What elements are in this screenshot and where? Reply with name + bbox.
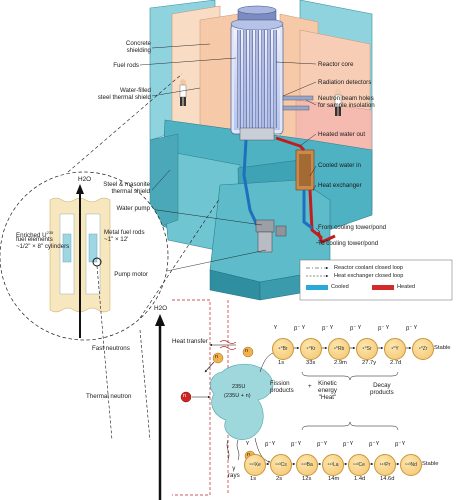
bottom-beta-4: β⁻	[369, 442, 376, 448]
top-halflife-3: 27.7y	[362, 360, 377, 366]
reactor-building	[149, 0, 373, 301]
label-from-cooling-tower: From cooling tower/pond	[318, 224, 387, 231]
bottom-halflife-0: 1s	[250, 476, 257, 482]
bottom-halflife-3: 14m	[328, 476, 340, 482]
top-halflife-0: 1s	[278, 360, 285, 366]
label-to-cooling-tower: To cooling tower/pond	[318, 240, 379, 247]
thermal-neutron-label: Thermal neutron	[86, 393, 132, 400]
top-beta-2: β⁻	[350, 326, 357, 332]
label-heated-water-out: Heated water out	[318, 131, 366, 138]
bottom-gamma-5: γ	[376, 440, 379, 446]
label-heat-exchanger: Heat exchanger	[318, 182, 362, 189]
bottom-nuclide-2: ¹⁴³Ba	[296, 454, 318, 476]
top-nuclide-4: ⁹⁰Y	[384, 338, 406, 360]
u235-label: 235U	[232, 384, 246, 390]
top-nuclide-0: ⁹⁰Br	[272, 338, 294, 360]
top-stable-label: Stable	[434, 345, 451, 351]
gamma-rays-label: γ rays	[228, 465, 240, 479]
label-pump-motor: Pump motor	[114, 271, 148, 278]
label-neutron-beam-holes: Neutron beam holes for sample insolation	[318, 95, 375, 109]
bottom-gamma-3: γ	[324, 440, 327, 446]
bottom-nuclide-3: ¹⁴³La	[322, 454, 344, 476]
inset-enriched-rest: fuel elements ~1/2" × 8" cylinders	[16, 236, 70, 250]
top-beta-1: β⁻	[322, 326, 329, 332]
fission-products-label: Fission products	[270, 380, 294, 394]
bottom-halflife-4: 1.4d	[354, 476, 366, 482]
legend-heat-loop-label: Heat exchanger closed loop	[334, 273, 404, 279]
label-reactor-core: Reactor core	[318, 61, 354, 68]
top-halflife-2: 2.9m	[334, 360, 347, 366]
u236-label: (235U + n)	[224, 393, 251, 399]
top-gamma-3: γ	[358, 324, 361, 330]
top-halflife-4: 2.7d	[390, 360, 402, 366]
bottom-gamma-6: γ	[402, 440, 405, 446]
bottom-gamma-4: γ	[350, 440, 353, 446]
bottom-nuclide-1: ¹⁴³Cs	[270, 454, 292, 476]
label-water-pump: Water pump	[116, 205, 150, 212]
technician-figure-right	[334, 89, 342, 116]
label-fuel-rods: Fuel rods	[113, 62, 139, 69]
bottom-nuclide-4: ¹⁴³Ce	[348, 454, 370, 476]
inset-enriched-label: Enriched U235	[16, 229, 53, 239]
label-water-filled-shield: Water-filled steel thermal shield	[97, 87, 151, 101]
bottom-beta-2: β⁻	[317, 442, 324, 448]
plus-sign: +	[308, 383, 312, 390]
legend-box	[299, 259, 453, 301]
legend-cooled-swatch	[306, 285, 328, 290]
label-steel-masonite-shield: Steel & masonite thermal shield	[103, 181, 150, 195]
legend-heated-swatch	[372, 285, 394, 290]
top-gamma-1: γ	[302, 324, 305, 330]
top-nuclide-5: ⁹⁰Zr	[412, 338, 434, 360]
bottom-beta-1: β⁻	[291, 442, 298, 448]
bottom-halflife-5: 14.6d	[380, 476, 395, 482]
top-gamma-5: γ	[414, 324, 417, 330]
bottom-nuclide-6: ¹⁴³Nd	[400, 454, 422, 476]
bottom-stable-label: Stable	[422, 461, 439, 467]
bottom-beta-0: β⁻	[265, 442, 272, 448]
neutron-n-1: n	[215, 354, 219, 360]
legend-reactor-loop-label: Reactor coolant closed loop	[334, 265, 404, 271]
kinetic-energy-label: Kinetic energy "Heat"	[318, 380, 337, 401]
top-beta-0: β⁻	[294, 326, 301, 332]
label-radiation-detectors: Radiation detectors	[318, 79, 372, 86]
label-cooled-water-in: Cooled water in	[318, 162, 361, 169]
fuel-rods	[237, 30, 277, 128]
top-nuclide-1: ⁹⁰Kr	[300, 338, 322, 360]
label-concrete-shielding: Concrete shielding	[125, 40, 151, 54]
enriched-superscript: 235	[46, 230, 54, 235]
legend-cooled-label: Cooled	[331, 284, 349, 290]
neutron-n-2: n	[183, 393, 187, 399]
bottom-nuclide-0: ¹⁴³Xe	[244, 454, 266, 476]
neutron-n-3: n	[245, 348, 249, 354]
bottom-gamma-1: γ	[272, 440, 275, 446]
enriched-text: Enriched U	[16, 232, 47, 240]
top-nuclide-2: ⁹⁰Rb	[328, 338, 350, 360]
top-gamma-0: γ	[274, 324, 277, 330]
fast-neutrons-label: Fast neutrons	[92, 345, 130, 352]
top-gamma-2: γ	[330, 324, 333, 330]
bottom-beta-5: β⁻	[395, 442, 402, 448]
top-gamma-4: γ	[386, 324, 389, 330]
top-beta-4: β⁻	[406, 326, 413, 332]
top-halflife-1: 33s	[306, 360, 316, 366]
heat-transfer-label: Heat transfer	[172, 338, 208, 345]
top-nuclide-3: ⁹⁰Sr	[356, 338, 378, 360]
fuel-rod-inset	[0, 73, 221, 441]
top-beta-3: β⁻	[378, 326, 385, 332]
bottom-gamma-0: γ	[246, 440, 249, 446]
fission-h2o-label: H2O	[154, 305, 168, 312]
decay-products-label: Decay products	[370, 382, 394, 396]
bottom-gamma-2: γ	[298, 440, 301, 446]
bottom-halflife-1: 2s	[276, 476, 283, 482]
legend-heated-label: Heated	[397, 284, 416, 290]
bottom-nuclide-5: ¹⁴³Pr	[374, 454, 396, 476]
bottom-halflife-2: 12s	[302, 476, 312, 482]
bottom-beta-3: β⁻	[343, 442, 350, 448]
inset-metal-rods-label: Metal fuel rods ~1" × 12'	[104, 229, 145, 243]
reactor-leader-lines	[139, 43, 331, 276]
inset-h2o-label: H2O	[78, 176, 92, 183]
